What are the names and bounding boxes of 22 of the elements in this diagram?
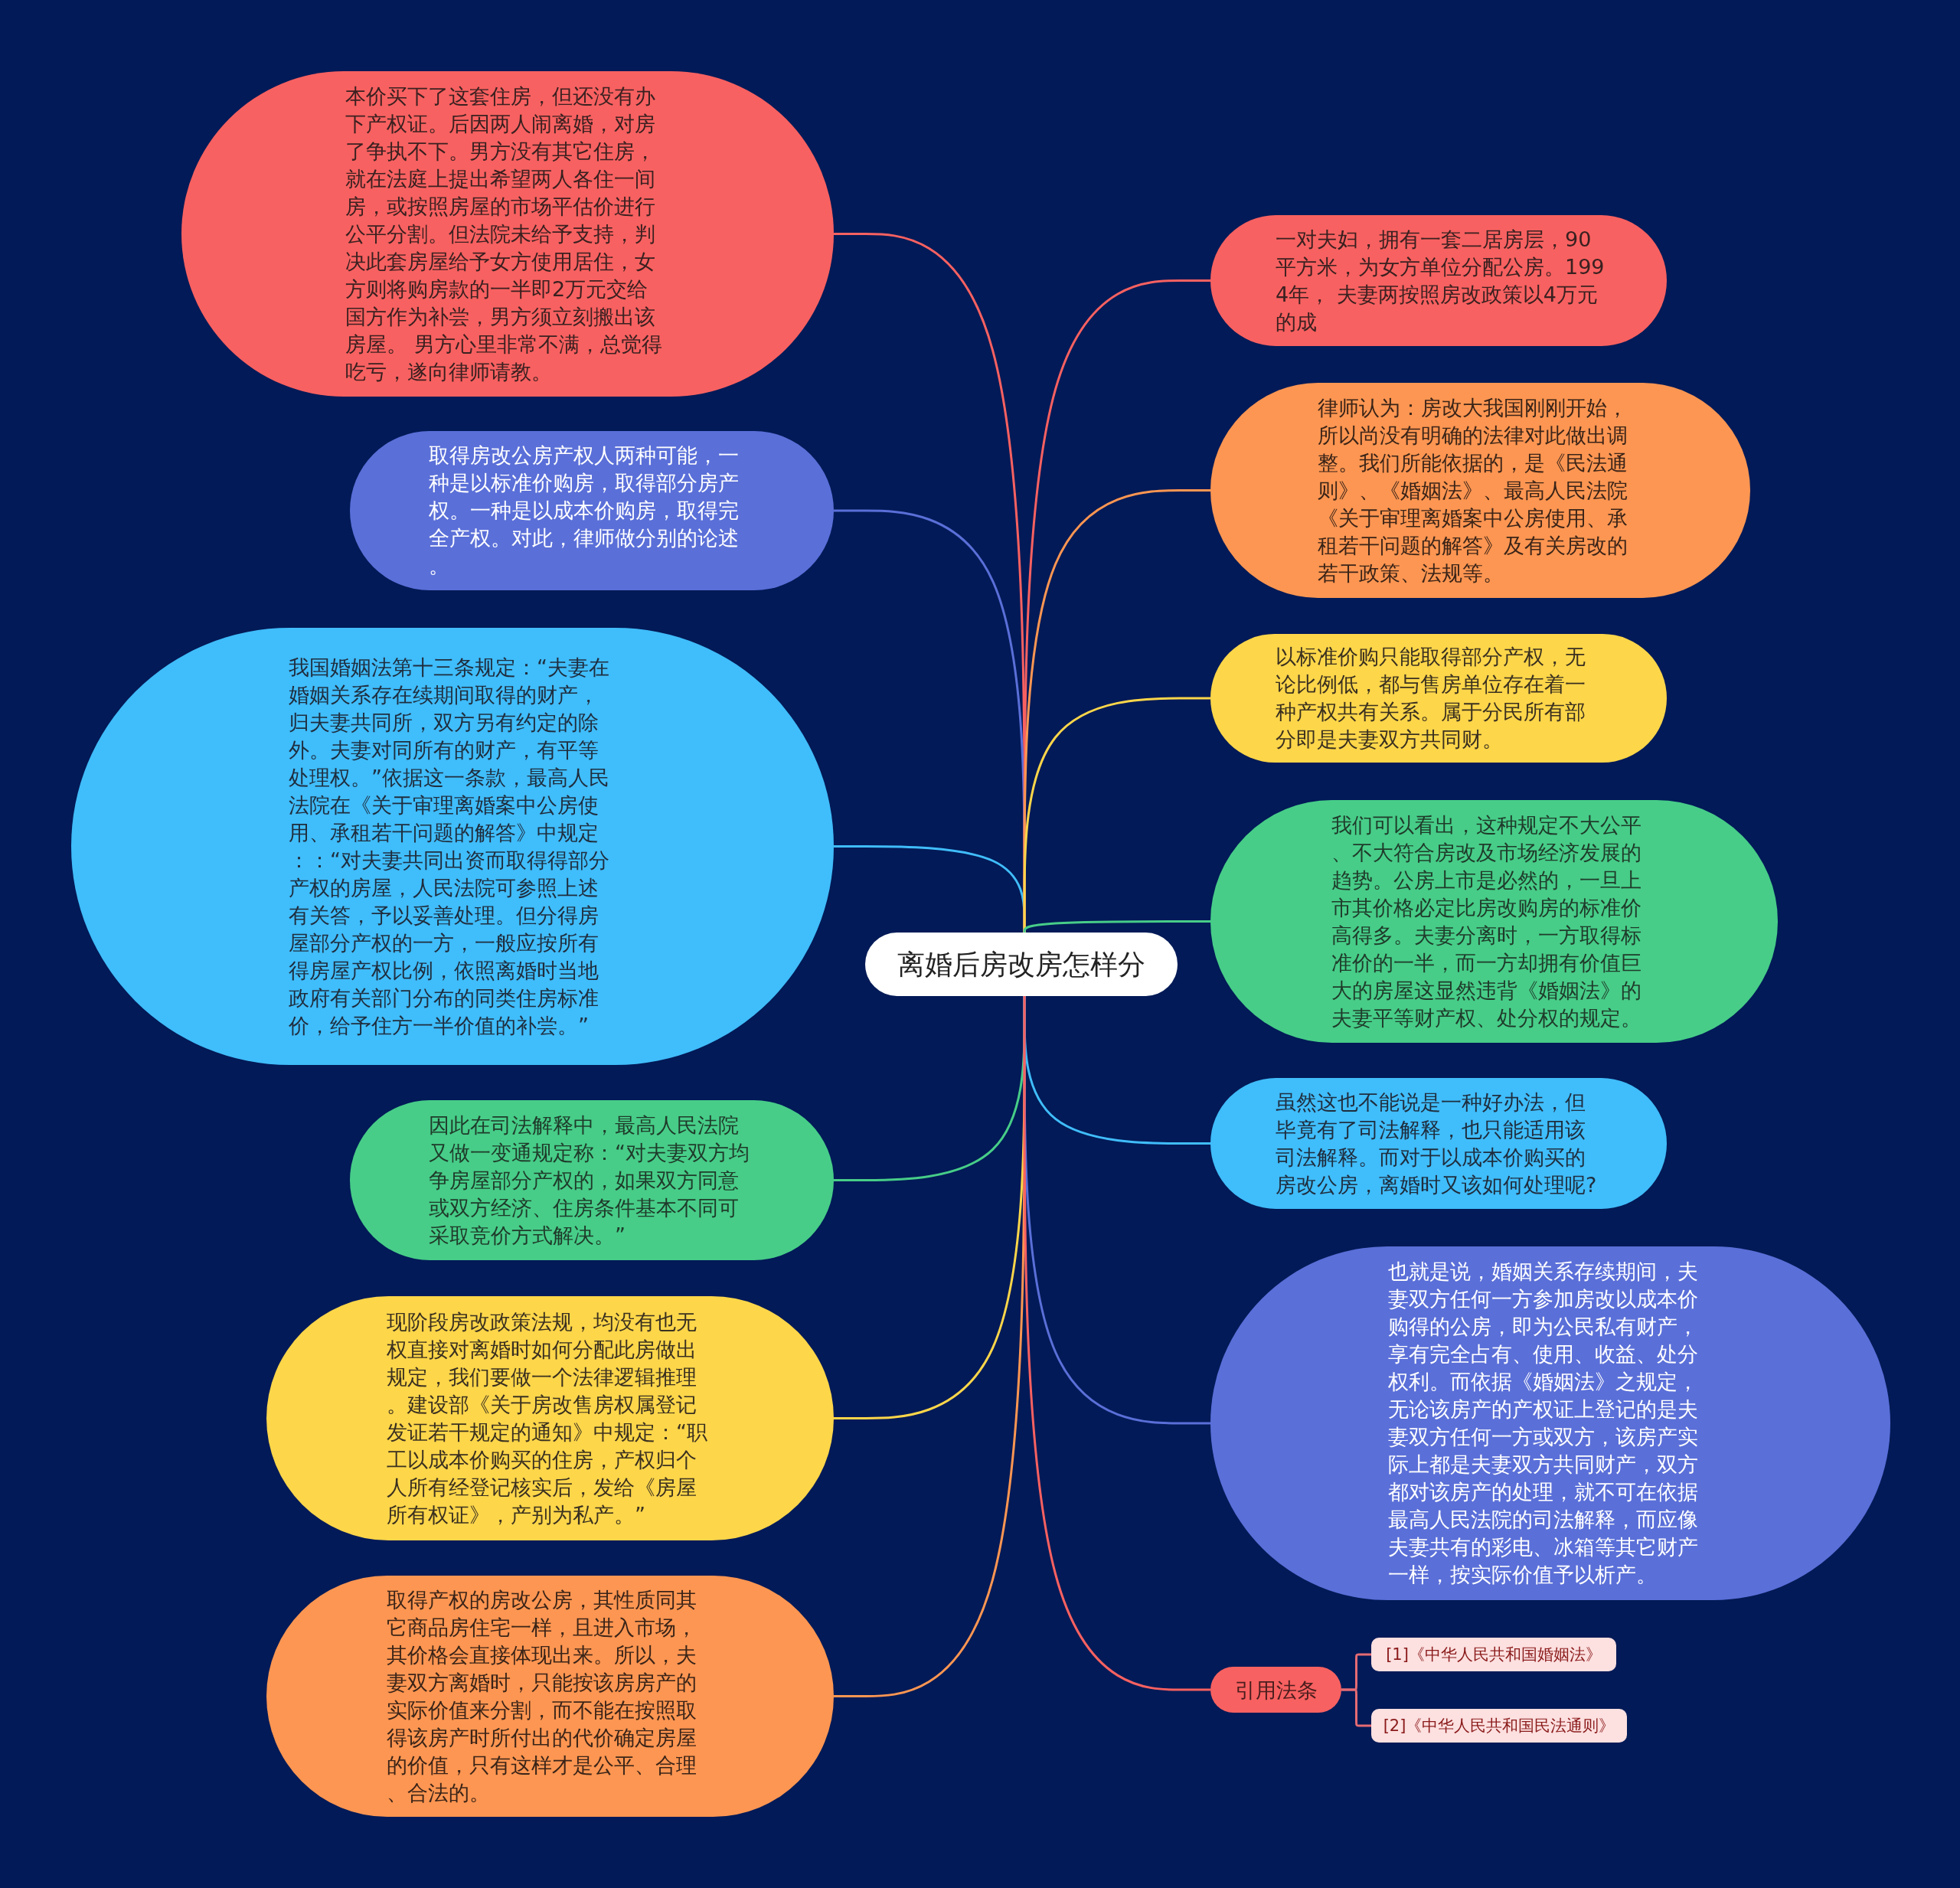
node-text: 我们可以看出，这种规定不大公平、不大符合房改及市场经济发展的趋势。公房上市是必然的，一旦上市其价格必定比房改购房的标准价高得多。夫妻分离时，一方取得标准价的一半，而一方却拥有价值巨大的房屋这显然违背《婚姻法》的夫妻平等财产权、处分权的规定。: [1331, 812, 1642, 1031]
node-text: 也就是说，婚姻关系存续期间，夫妻双方任何一方参加房改以成本价购得的公房，即为公民私有财产，享有完全占有、使用、收益、处分权利。而依据《婚姻法》之规定，无论该房产的产权证上登记的是夫妻双方任何一方或双方，该房产实际上都是夫妻双方共同财产，双方都对该房产的处理，就不可在依据最高人民法院的司法解释，而应像夫妻共有的彩电、冰箱等其它财产一样，按实际价值予以析产。: [1388, 1259, 1699, 1588]
node-text: 一对夫妇，拥有一套二居房层，90平方米，为女方单位分配公房。1994年， 夫妻两按照房改政策以4万元的成: [1276, 226, 1605, 335]
node-text: 现阶段房改政策法规，均没有也无权直接对离婚时如何分配此房做出规定，我们要做一个法律逻辑推理。建设部《关于房改售房权属登记发证若干规定的通知》中规定：“职工以成本价购买的住房，产权归个人所有经登记核实后，发给《房屋所有权证》，产别为私产。”: [387, 1308, 708, 1528]
node-text: 本价买下了这套住房，但还没有办下产权证。后因两人闹离婚，对房了争执不下。男方没有其它住房，就在法庭上提出希望两人各住一间房，或按照房屋的市场平估价进行公平分割。但法院未给予支持，判决此套房屋给予女方使用居住，女方则将购房款的一半即2万元交给国方作为补尝，男方须立刻搬出该房屋。 男方心里非常不满，总觉得吃亏，遂向律师请教。: [345, 83, 663, 385]
node-text: [2]《中华人民共和国民法通则》: [1383, 1715, 1615, 1736]
node-text: 取得产权的房改公房，其性质同其它商品房住宅一样，且进入市场，其价格会直接体现出来。所以，夫妻双方离婚时，只能按该房房产的实际价值来分割，而不能在按照取得该房产时所付出的代价确定房屋的价值，只有这样才是公平、合理、合法的。: [387, 1586, 697, 1806]
reference-tag: [1371, 1638, 1616, 1671]
branch-connector: [1341, 1688, 1371, 1727]
reference-tag: [1371, 1709, 1627, 1743]
node-text: 离婚后房改房怎样分: [897, 948, 1145, 982]
node-text: 律师认为：房改大我国刚刚开始，所以尚没有明确的法律对此做出调整。我们所能依据的，是《民法通则》、《婚姻法》、最高人民法院《关于审理离婚案中公房使用、承租若干问题的解答》及有关房改的若干政策、法规等。: [1318, 394, 1628, 586]
branch-connector: [1023, 920, 1210, 933]
branch-connector: [1023, 996, 1210, 1691]
node-text: 因此在司法解释中，最高人民法院又做一变通规定称：“对夫妻双方均争房屋部分产权的，如果双方同意或双方经济、住房条件基本不同可采取竞价方式解决。”: [429, 1112, 750, 1249]
node-text: [1]《中华人民共和国婚姻法》: [1386, 1644, 1602, 1665]
node-text: 引用法条: [1234, 1677, 1318, 1703]
node-text: 虽然这也不能说是一种好办法，但毕竟有了司法解释，也只能适用该司法解释。而对于以成本价购买的房改公房，离婚时又该如何处理呢?: [1276, 1089, 1598, 1198]
node-text: 取得房改公房产权人两种可能，一种是以标准价购房，取得部分房产权。一种是以成本价购房，取得完全产权。对此，律师做分别的论述。: [429, 443, 740, 579]
node-text: 我国婚姻法第十三条规定：“夫妻在婚姻关系存在续期间取得的财产，归夫妻共同所，双方另有约定的除外。夫妻对同所有的财产，有平等处理权。”依据这一条款，最高人民法院在《关于审理离婚案中公房使用、承租若干问题的解答》中规定：：“对夫妻共同出资而取得得部分产权的房屋，人民法院可参照上述有关答，予以妥善处理。但分得房屋部分产权的一方，一般应按所有得房屋产权比例，依照离婚时当地政府有关部门分布的同类住房标准价，给予住方一半价值的补尝。”: [289, 654, 610, 1039]
category-bubble: [1210, 1667, 1341, 1713]
node-text: 以标准价购只能取得部分产权，无论比例低，都与售房单位存在着一种产权共有关系。属于分民所有部分即是夫妻双方共同财。: [1276, 644, 1586, 753]
